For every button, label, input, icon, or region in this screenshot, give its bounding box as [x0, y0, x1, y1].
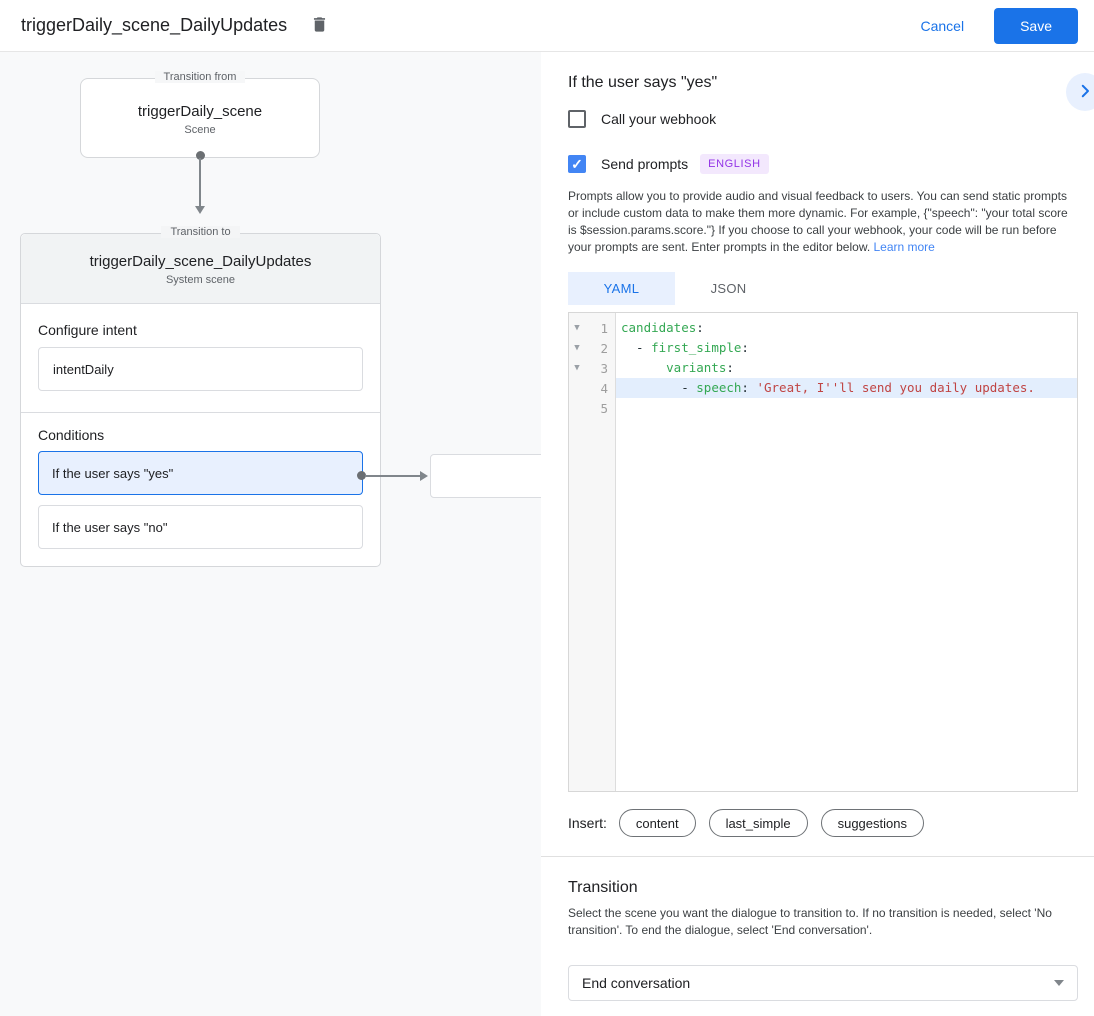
code-token: speech [696, 380, 742, 395]
scene-card-header: triggerDaily_scene_DailyUpdates System s… [21, 234, 380, 304]
transition-select[interactable]: End conversation [568, 965, 1078, 1001]
fold-arrow-icon[interactable]: ▼ [574, 323, 580, 333]
code-token: - [621, 340, 652, 355]
code-token: first_simple [651, 340, 742, 355]
line-number: 1 [600, 320, 608, 336]
card-divider [21, 412, 380, 413]
collapse-panel-button[interactable] [1066, 73, 1094, 111]
transition-to-node[interactable]: Transition to triggerDaily_scene_DailyUp… [20, 226, 381, 567]
code-token: candidates [621, 320, 697, 335]
cancel-button[interactable]: Cancel [920, 17, 965, 34]
configure-intent-label: Configure intent [38, 322, 137, 338]
connector-line-vertical [199, 158, 201, 206]
save-button[interactable]: Save [994, 7, 1078, 44]
connector-line-horizontal [365, 475, 421, 477]
dropdown-caret-icon [1054, 980, 1064, 986]
editor-format-tabs: YAML JSON [568, 272, 1078, 305]
chevron-right-icon [1076, 82, 1094, 103]
code-token: : [741, 340, 749, 355]
tab-yaml[interactable]: YAML [568, 272, 675, 305]
trash-icon [310, 15, 329, 37]
arrow-right-icon [420, 471, 428, 481]
insert-chip-last-simple[interactable]: last_simple [708, 809, 808, 837]
transition-select-value: End conversation [582, 975, 691, 991]
prompts-description: Prompts allow you to provide audio and v… [568, 189, 1068, 254]
code-line-4[interactable]: - speech: 'Great, I''ll send you daily u… [616, 378, 1077, 398]
gutter-row: ▼3 [569, 358, 615, 378]
section-divider [541, 856, 1094, 857]
transition-from-node[interactable]: Transition from triggerDaily_scene Scene [80, 71, 320, 158]
page-title: triggerDaily_scene_DailyUpdates [21, 15, 288, 35]
gutter-row: 5 [569, 398, 615, 418]
transition-heading: Transition [568, 879, 638, 896]
fold-arrow-icon[interactable]: ▼ [574, 343, 580, 353]
send-prompts-label: Send prompts [601, 156, 689, 172]
line-number: 4 [600, 380, 608, 396]
delete-scene-button[interactable] [303, 10, 335, 42]
call-webhook-label: Call your webhook [601, 111, 717, 127]
insert-chip-suggestions[interactable]: suggestions [820, 809, 924, 837]
code-line-5[interactable] [616, 398, 1077, 418]
code-token: : [696, 320, 704, 335]
line-number: 3 [600, 360, 608, 376]
learn-more-link[interactable]: Learn more [873, 240, 935, 254]
app-bar: triggerDaily_scene_DailyUpdates Cancel S… [0, 0, 1094, 52]
transition-target-node[interactable] [430, 454, 541, 498]
scene-card-body: Configure intent intentDaily Conditions … [21, 304, 380, 566]
connector-dot-top [196, 151, 205, 160]
line-number: 5 [600, 400, 608, 416]
to-scene-title: triggerDaily_scene_DailyUpdates [89, 253, 312, 270]
gutter-row: ▼2 [569, 338, 615, 358]
transition-description: Select the scene you want the dialogue t… [568, 906, 1052, 937]
from-scene-title: triggerDaily_scene [137, 103, 263, 120]
condition-item-yes[interactable]: If the user says "yes" [38, 451, 363, 495]
tab-json[interactable]: JSON [710, 281, 747, 296]
editor-code-area[interactable]: candidates: - first_simple: variants: - … [616, 313, 1077, 791]
code-token: - [621, 380, 697, 395]
language-badge: ENGLISH [700, 154, 769, 174]
code-token: 'Great, I''ll send you daily updates. [756, 380, 1035, 395]
insert-row: Insert: content last_simple suggestions [568, 809, 1078, 837]
insert-label: Insert: [568, 815, 607, 831]
code-token: : [741, 380, 757, 395]
call-webhook-checkbox[interactable] [568, 110, 586, 128]
panel-title: If the user says "yes" [568, 74, 718, 91]
intent-field[interactable]: intentDaily [38, 347, 363, 391]
code-token: variants [666, 360, 727, 375]
condition-detail-panel: If the user says "yes" Call your webhook… [541, 52, 1094, 1016]
arrow-down-icon [195, 206, 205, 214]
to-scene-type: System scene [165, 274, 236, 286]
from-scene-type: Scene [184, 124, 216, 136]
code-token: : [726, 360, 734, 375]
connector-dot-condition [357, 471, 366, 480]
gutter-row: ▼1 [569, 318, 615, 338]
conditions-label: Conditions [38, 427, 105, 443]
line-number: 2 [600, 340, 608, 356]
transition-from-legend: Transition from [81, 71, 319, 83]
scene-diagram-canvas: Transition from triggerDaily_scene Scene… [0, 52, 541, 1016]
fold-arrow-icon[interactable]: ▼ [574, 363, 580, 373]
code-line-3[interactable]: variants: [616, 358, 1077, 378]
insert-chip-content[interactable]: content [618, 809, 696, 837]
code-line-2[interactable]: - first_simple: [616, 338, 1077, 358]
gutter-row: 4 [569, 378, 615, 398]
condition-item-no[interactable]: If the user says "no" [38, 505, 363, 549]
send-prompts-checkbox[interactable]: ✓ [568, 155, 586, 173]
code-line-1[interactable]: candidates: [616, 318, 1077, 338]
code-token [621, 360, 666, 375]
